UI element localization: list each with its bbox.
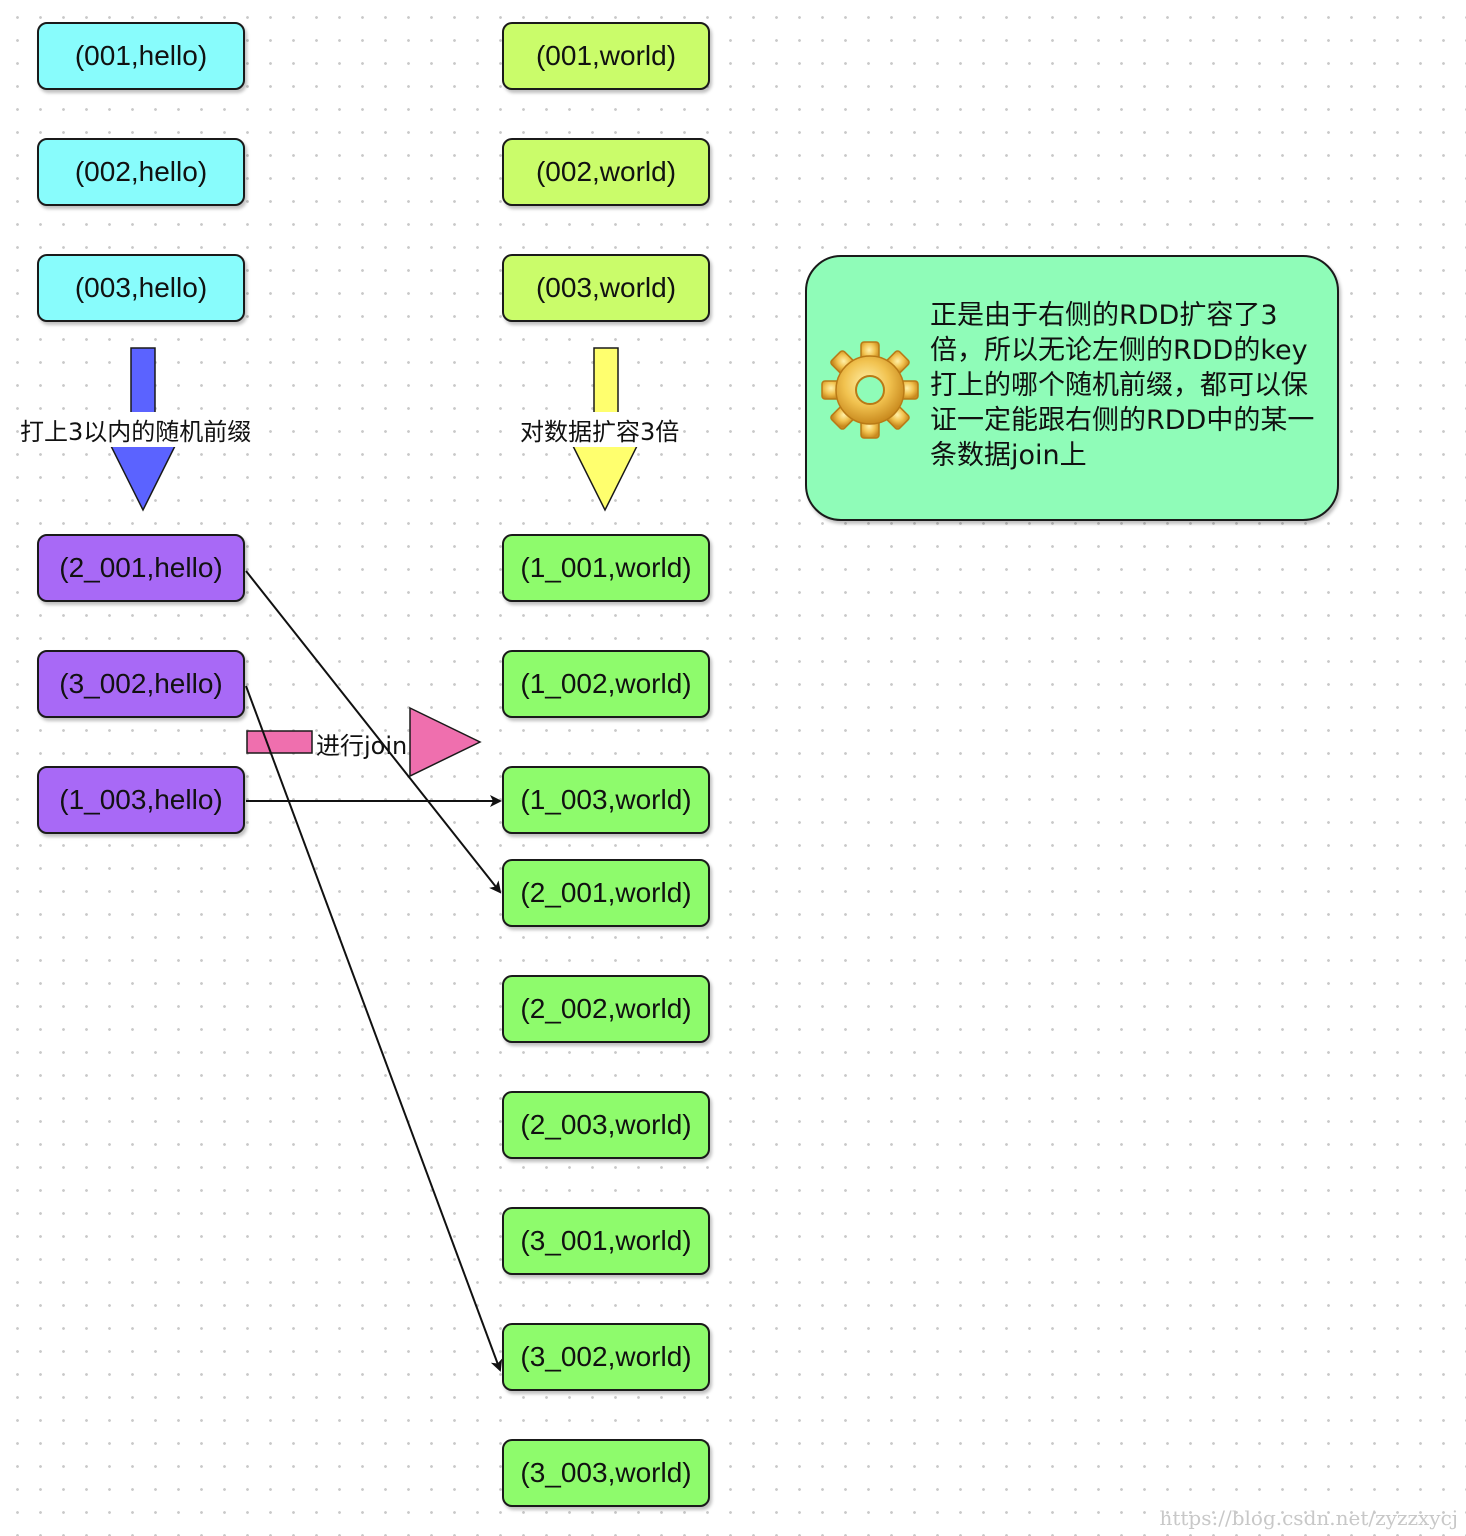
world-node-001[interactable]: (001,world) — [502, 22, 710, 90]
join-arrow — [246, 706, 482, 778]
hello-node-002[interactable]: (002,hello) — [37, 138, 245, 206]
world-node-002[interactable]: (002,world) — [502, 138, 710, 206]
expand-step-label: 对数据扩容3倍 — [520, 412, 680, 447]
expanded-world-node-1_003[interactable]: (1_003,world) — [502, 766, 710, 834]
note-text: 正是由于右侧的RDD扩容了3倍，所以无论左侧的RDD的key打上的哪个随机前缀，… — [930, 300, 1315, 471]
expanded-world-node-3_001[interactable]: (3_001,world) — [502, 1207, 710, 1275]
prefix-step-label: 打上3以内的随机前缀 — [20, 412, 252, 447]
world-node-003[interactable]: (003,world) — [502, 254, 710, 322]
hello-node-001[interactable]: (001,hello) — [37, 22, 245, 90]
expanded-world-node-2_003[interactable]: (2_003,world) — [502, 1091, 710, 1159]
expanded-world-node-1_002[interactable]: (1_002,world) — [502, 650, 710, 718]
expanded-world-node-2_001[interactable]: (2_001,world) — [502, 859, 710, 927]
join-step-label: 进行join — [316, 732, 408, 760]
connector-2_001 — [245, 570, 502, 894]
expanded-world-node-2_002[interactable]: (2_002,world) — [502, 975, 710, 1043]
expanded-world-node-1_001[interactable]: (1_001,world) — [502, 534, 710, 602]
expanded-world-node-3_003[interactable]: (3_003,world) — [502, 1439, 710, 1507]
prefixed-hello-node-3_002[interactable]: (3_002,hello) — [37, 650, 245, 718]
prefixed-hello-node-1_003[interactable]: (1_003,hello) — [37, 766, 245, 834]
expanded-world-node-3_002[interactable]: (3_002,world) — [502, 1323, 710, 1391]
hello-node-003[interactable]: (003,hello) — [37, 254, 245, 322]
prefixed-hello-node-2_001[interactable]: (2_001,hello) — [37, 534, 245, 602]
expand-arrow — [570, 347, 640, 512]
watermark: https://blog.csdn.net/zyzzxycj — [1159, 1506, 1458, 1530]
connector-3_002 — [245, 685, 503, 1372]
gear-icon — [821, 341, 919, 439]
